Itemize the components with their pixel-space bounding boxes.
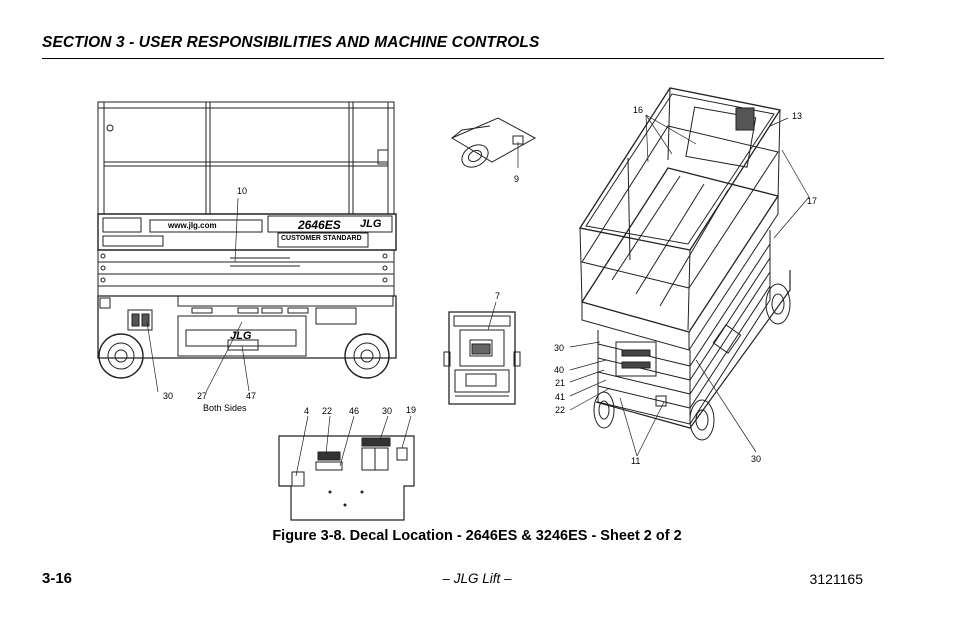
side-view-drawing (98, 102, 396, 392)
callout-iso-40: 40 (554, 365, 565, 375)
callout-iso-13: 13 (792, 111, 803, 121)
callout-rear-22: 22 (322, 406, 333, 416)
callout-side-27: 27 (197, 391, 208, 401)
header-rule (42, 58, 884, 59)
rear-view-drawing (279, 416, 414, 520)
chassis-logo-text: JLG (230, 330, 252, 342)
callout-side-10: 10 (237, 186, 248, 196)
callout-iso-30-upper: 30 (554, 343, 565, 353)
publisher-footer: – JLG Lift – (442, 571, 512, 586)
callout-iso-16: 16 (633, 105, 644, 115)
callout-rear-46: 46 (349, 406, 360, 416)
callout-detail-9: 9 (514, 174, 520, 184)
callout-rear-19: 19 (406, 405, 417, 415)
callout-side-30: 30 (163, 391, 174, 401)
callout-rear-30: 30 (382, 406, 393, 416)
callout-iso-22: 22 (555, 405, 566, 415)
figure-caption: Figure 3-8. Decal Location - 2646ES & 32… (272, 528, 682, 544)
side-view-customer-text: CUSTOMER STANDARD (281, 235, 362, 242)
callout-rear-4: 4 (304, 406, 310, 416)
front-view-drawing (444, 302, 520, 404)
callout-iso-21: 21 (555, 378, 566, 388)
callout-both-sides-note: Both Sides (203, 403, 247, 413)
side-view-brand-text: www.jlg.com (168, 221, 217, 230)
side-view-logo-text: JLG (360, 218, 382, 230)
callout-iso-30-lower: 30 (751, 454, 762, 464)
callout-iso-17: 17 (807, 196, 818, 206)
callout-front-7: 7 (495, 291, 501, 301)
callout-iso-41: 41 (555, 392, 566, 402)
side-view-model-text: 2646ES (298, 218, 341, 232)
isometric-view-drawing (570, 88, 809, 456)
section-title: SECTION 3 - USER RESPONSIBILITIES AND MA… (42, 34, 540, 51)
document-number: 3121165 (809, 571, 863, 587)
page-number: 3-16 (42, 570, 73, 587)
callout-side-47: 47 (246, 391, 257, 401)
detail-9-drawing (452, 118, 535, 172)
callout-iso-11: 11 (631, 456, 641, 466)
